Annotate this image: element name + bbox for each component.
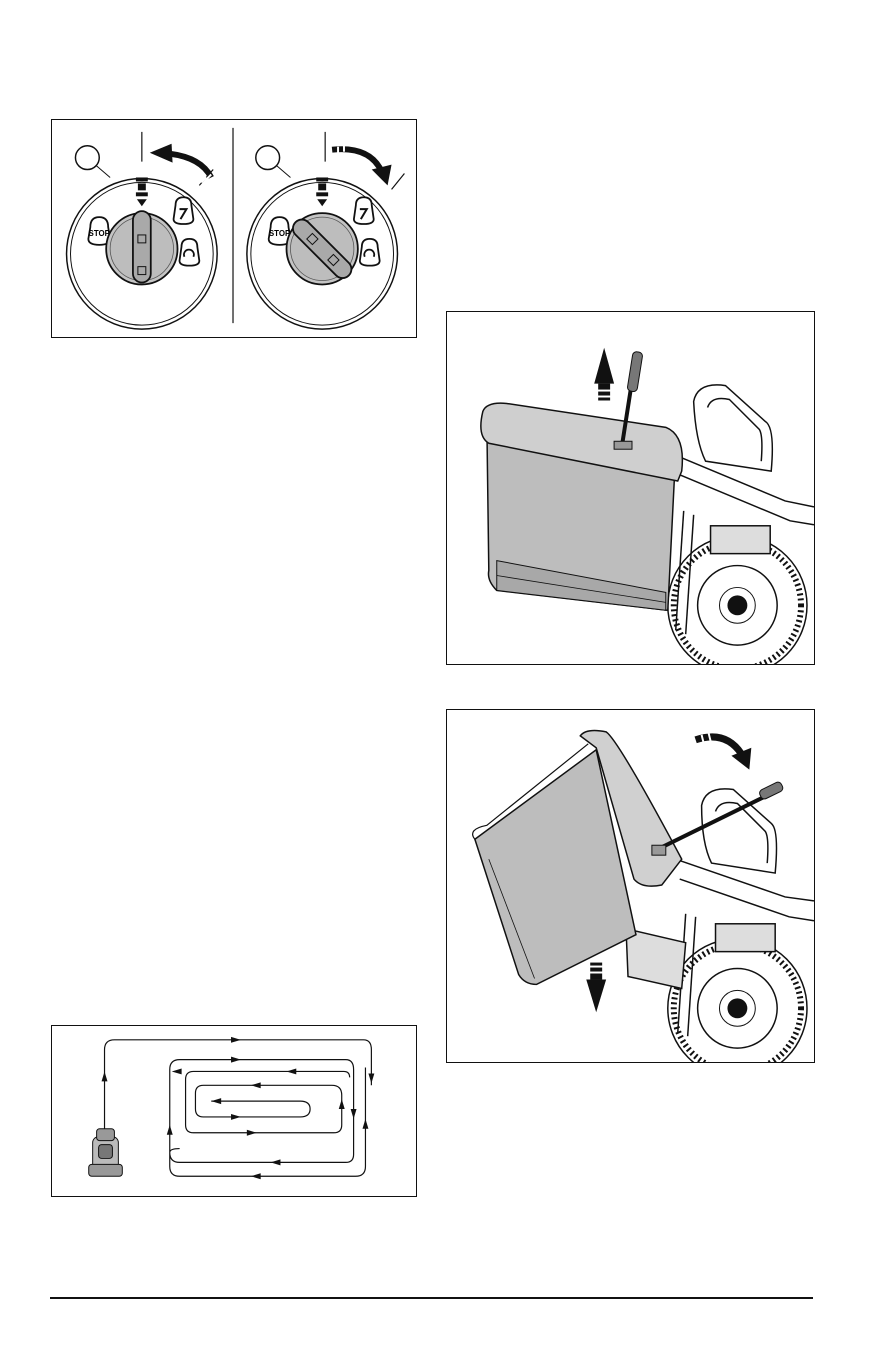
mower-top-view-icon (89, 1129, 123, 1176)
arrow-down-icon (586, 963, 606, 1013)
callout-circle-1 (75, 146, 99, 170)
seat (694, 385, 773, 471)
arrow-cw-icon (696, 733, 752, 770)
run-position-icon (174, 197, 194, 224)
rear-wheel (668, 939, 807, 1062)
arrow-ccw-icon (150, 144, 173, 163)
seat (702, 789, 777, 873)
footer-rule (50, 1297, 813, 1299)
grass-bag (481, 403, 683, 610)
callout-circle-2 (256, 146, 280, 170)
run-position-icon (354, 197, 374, 224)
key-vertical (133, 211, 151, 282)
grass-bag-lift-figure (446, 311, 815, 665)
ignition-key-figure: STOP (51, 119, 417, 338)
start-position-icon (360, 239, 380, 266)
ignition-switch-left: STOP (67, 132, 218, 329)
arrow-cw-icon (372, 165, 392, 186)
start-position-icon (180, 239, 200, 266)
direction-arrows (102, 1037, 375, 1179)
ignition-switch-right: STOP (247, 132, 405, 329)
svg-text:STOP: STOP (269, 229, 290, 238)
grass-bag-tip-figure (446, 709, 815, 1063)
arrow-up-icon (594, 348, 614, 401)
mowing-pattern-figure (51, 1025, 417, 1197)
svg-text:STOP: STOP (89, 229, 110, 238)
